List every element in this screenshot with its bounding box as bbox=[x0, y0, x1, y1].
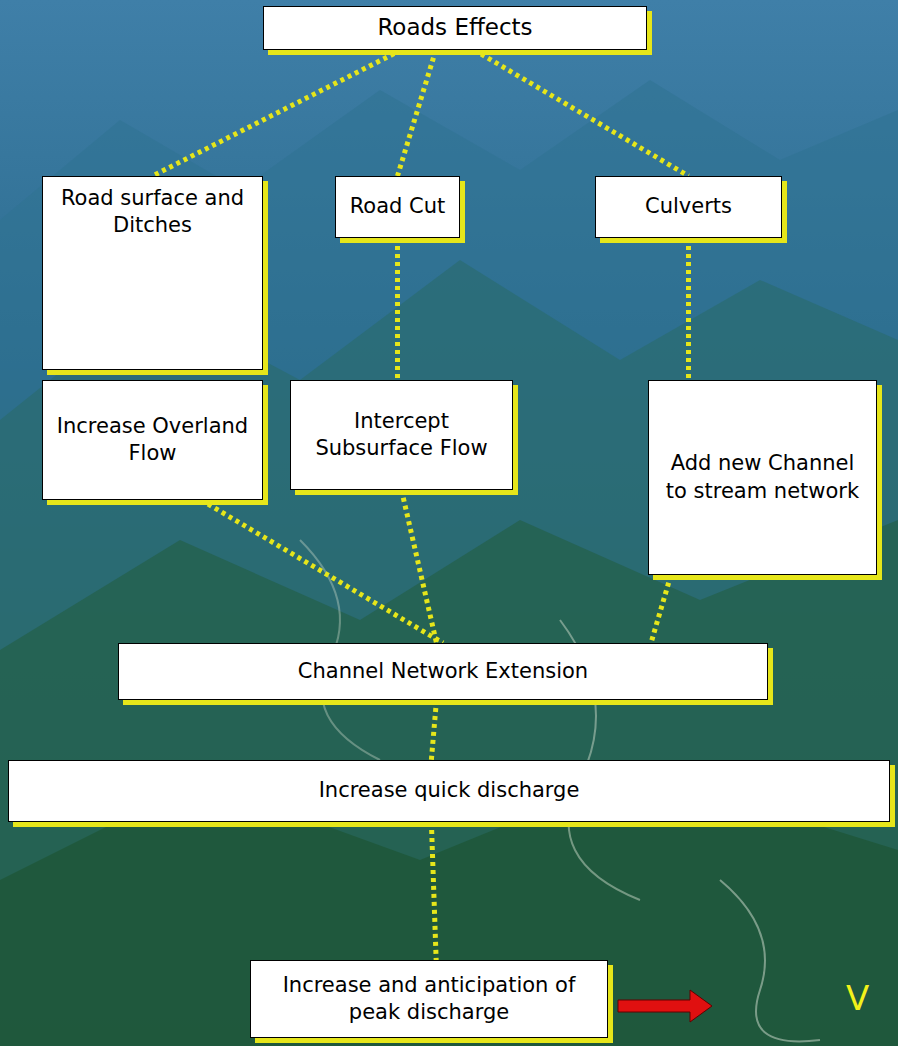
dotted-connector bbox=[402, 490, 437, 643]
dotted-connector bbox=[686, 238, 691, 380]
dotted-connector bbox=[398, 50, 436, 176]
dotted-connector bbox=[431, 822, 436, 960]
dotted-connector bbox=[431, 700, 436, 760]
dotted-connector bbox=[395, 238, 400, 380]
box-text: Road Cut bbox=[350, 193, 446, 220]
box-text: Increase and anticipation of peak discha… bbox=[259, 972, 599, 1027]
process-box: Increase quick discharge bbox=[8, 760, 890, 822]
process-box: Channel Network Extension bbox=[118, 643, 768, 700]
dotted-connector bbox=[153, 50, 402, 176]
process-box: Intercept Subsurface Flow bbox=[290, 380, 513, 490]
box-text: Increase quick discharge bbox=[319, 777, 580, 804]
cut-off-label: V bbox=[846, 978, 869, 1018]
box-text: Add new Channel to stream network bbox=[657, 450, 868, 505]
dotted-connector bbox=[651, 575, 671, 643]
dotted-connector bbox=[201, 500, 443, 643]
process-box: Increase and anticipation of peak discha… bbox=[250, 960, 608, 1038]
box-text: Roads Effects bbox=[377, 13, 532, 43]
process-box: Increase Overland Flow bbox=[42, 380, 263, 500]
red-arrow bbox=[618, 990, 712, 1022]
title-box: Roads Effects bbox=[263, 6, 647, 50]
process-box: Road Cut bbox=[335, 176, 460, 238]
box-text: Culverts bbox=[645, 193, 732, 220]
box-text: Intercept Subsurface Flow bbox=[299, 408, 504, 463]
process-box: Add new Channel to stream network bbox=[648, 380, 877, 575]
box-text: Increase Overland Flow bbox=[51, 413, 254, 468]
dotted-connector bbox=[474, 50, 688, 176]
box-text: Channel Network Extension bbox=[298, 658, 588, 685]
process-box: Culverts bbox=[595, 176, 782, 238]
process-box: Road surface and Ditches bbox=[42, 176, 263, 370]
box-text: Road surface and Ditches bbox=[51, 185, 254, 240]
